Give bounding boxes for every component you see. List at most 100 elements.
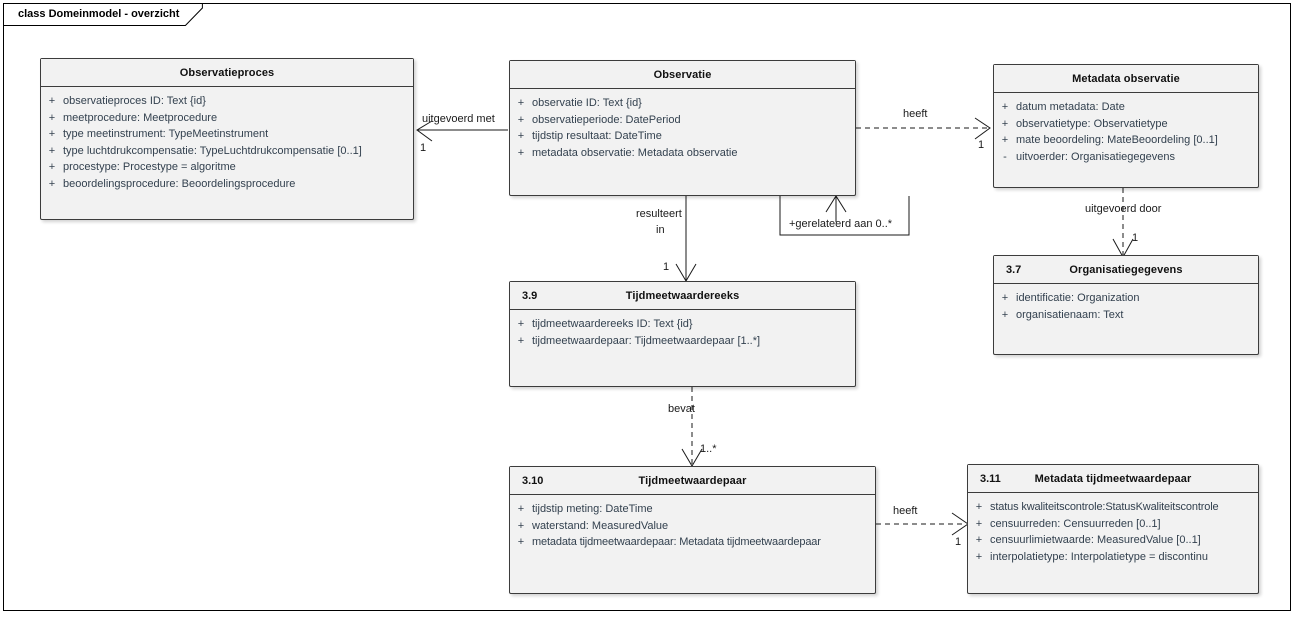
connector-label-resulteert-in-line1: resulteert (636, 208, 682, 220)
attribute-text: type luchtdrukcompensatie: TypeLuchtdruk… (63, 144, 362, 157)
class-attributes-tijdmeetwaardereeks: + tijdmeetwaardereeks ID: Text {id} + tijd… (510, 310, 855, 353)
attribute-visibility: + (48, 95, 56, 107)
class-title-tijdmeetwaardereeks: Tijdmeetwaardereeks (625, 289, 740, 302)
attribute-visibility: + (975, 550, 983, 563)
class-attribute: + type luchtdrukcompensatie: TypeLuchtdru… (41, 143, 413, 160)
class-attribute: +waterstand: MeasuredValue (510, 518, 875, 535)
attribute-visibility: + (517, 97, 525, 109)
attribute-visibility: + (1001, 134, 1009, 146)
attribute-text: observatie ID: Text {id} (532, 97, 642, 109)
class-attribute: + metadata tijdmeetwaardepaar: Metadata t… (510, 534, 875, 551)
class-attribute: +datum metadata: Date (994, 99, 1258, 116)
class-attribute: + observatieperiode: DatePeriod (510, 112, 855, 129)
class-attribute: + observatieproces ID: Text {id} (41, 93, 413, 110)
class-attribute: + censuurlimietwaarde: MeasuredValue [0..… (968, 532, 1258, 549)
class-number-organisatiegegevens: 3.7 (1006, 263, 1022, 276)
diagram-tab-label: class Domeinmodel - overzicht (18, 8, 180, 20)
attribute-visibility: + (517, 113, 525, 126)
attribute-visibility: + (975, 517, 983, 530)
class-box-tijdmeetwaardereeks[interactable]: 3.9 Tijdmeetwaardereeks + tijdmeetwaarder… (509, 281, 856, 387)
class-attributes-metadata-observatie: +datum metadata: Date +observatietype: O… (994, 93, 1258, 169)
class-box-metadata-observatie[interactable]: Metadata observatie +datum metadata: Dat… (993, 64, 1259, 188)
connector-label-resulteert-in-line2: in (656, 224, 665, 236)
diagram-frame-tab-shape (3, 3, 203, 26)
attribute-visibility: + (975, 534, 983, 546)
attribute-visibility: + (517, 519, 525, 532)
class-attribute: + tijdstip meting: DateTime (510, 501, 875, 518)
attribute-visibility: + (517, 318, 525, 330)
class-attributes-organisatiegegevens: +identificatie: Organization +organisati… (994, 284, 1258, 327)
class-attribute: +status kwaliteitscontrole:StatusKwalite… (968, 499, 1258, 516)
attribute-visibility: - (1003, 150, 1007, 163)
class-attribute: +beoordelingsprocedure: Beoordelingsproc… (41, 176, 413, 193)
attribute-visibility: + (975, 501, 983, 513)
class-box-tijdmeetwaardepaar[interactable]: 3.10 Tijdmeetwaardepaar + tijdstip meting… (509, 466, 876, 594)
class-header-tijdmeetwaardereeks: 3.9 Tijdmeetwaardereeks (510, 282, 855, 310)
diagram-frame (3, 3, 1291, 611)
class-attribute: +type meetinstrument: TypeMeetinstrument (41, 126, 413, 143)
attribute-visibility: + (517, 146, 525, 159)
class-header-metadata-observatie: Metadata observatie (994, 65, 1258, 93)
attribute-visibility: + (517, 536, 525, 548)
class-attribute: +procestype: Procestype = algoritme (41, 159, 413, 176)
class-attribute: + mate beoordeling: MateBeoordeling [0..1… (994, 132, 1258, 149)
attribute-text: metadata tijdmeetwaardepaar: Metadata ti… (532, 536, 821, 548)
class-header-metadata-tijdmeetwaardepaar: 3.11 Metadata tijdmeetwaardepaar (968, 465, 1258, 493)
class-title-metadata-observatie: Metadata observatie (1072, 72, 1180, 85)
attribute-visibility: + (48, 111, 56, 124)
class-attribute: +metadata observatie: Metadata observati… (510, 145, 855, 162)
class-attributes-observatie: + observatie ID: Text {id} + observatieper… (510, 89, 855, 165)
connector-mult-uitgevoerd-door: 1 (1132, 232, 1139, 244)
class-number-metadata-tijdmeetwaardepaar: 3.11 (980, 472, 1001, 485)
connector-label-heeft-observatie-metadata: heeft (903, 108, 928, 120)
attribute-text: tijdmeetwaardepaar: Tijdmeetwaardepaar [… (532, 334, 761, 347)
connector-label-bevat: bevat (668, 403, 695, 415)
attribute-text: tijdstip resultaat: DateTime (532, 130, 662, 142)
class-box-observatieproces[interactable]: Observatieproces + observatieproces ID: T… (40, 58, 414, 220)
attribute-visibility: + (1001, 308, 1009, 321)
class-header-observatie: Observatie (510, 61, 855, 89)
connector-label-uitgevoerd-met: uitgevoerd met (422, 113, 495, 125)
attribute-text: interpolatietype: Interpolatietype = dis… (990, 550, 1209, 563)
attribute-visibility: + (517, 334, 525, 347)
class-attribute: + tijdmeetwaardereeks ID: Text {id} (510, 316, 855, 333)
class-attributes-observatieproces: + observatieproces ID: Text {id} + meetpro… (41, 87, 413, 196)
class-number-tijdmeetwaardereeks: 3.9 (522, 289, 538, 302)
class-attribute: + censuurreden: Censuurreden [0..1] (968, 516, 1258, 533)
attribute-visibility: + (1001, 117, 1009, 130)
class-attributes-metadata-tijdmeetwaardepaar: +status kwaliteitscontrole:StatusKwalite… (968, 493, 1258, 569)
connector-label-heeft-paar-metadata: heeft (893, 505, 918, 517)
connector-mult-uitgevoerd-met: 1 (420, 142, 427, 154)
attribute-text: censuurreden: Censuurreden [0..1] (990, 517, 1161, 530)
attribute-visibility: + (517, 503, 525, 515)
attribute-text: observatieperiode: DatePeriod (532, 113, 681, 126)
attribute-text: identificatie: Organization (1016, 292, 1140, 304)
class-header-observatieproces: Observatieproces (41, 59, 413, 87)
attribute-visibility: + (48, 144, 56, 157)
attribute-text: mate beoordeling: MateBeoordeling [0..1] (1016, 134, 1218, 146)
attribute-visibility: + (48, 161, 56, 173)
diagram-tab[interactable]: class Domeinmodel - overzicht (3, 3, 186, 25)
attribute-text: tijdmeetwaardereeks ID: Text {id} (532, 318, 693, 330)
class-title-metadata-tijdmeetwaardepaar: Metadata tijdmeetwaardepaar (1034, 472, 1192, 485)
class-attribute: +identificatie: Organization (994, 290, 1258, 307)
class-box-observatie[interactable]: Observatie + observatie ID: Text {id} + ob… (509, 60, 856, 196)
class-box-metadata-tijdmeetwaardepaar[interactable]: 3.11 Metadata tijdmeetwaardepaar +status… (967, 464, 1259, 594)
connector-label-uitgevoerd-door: uitgevoerd door (1085, 203, 1162, 215)
connector-mult-resulteert-in: 1 (663, 261, 670, 273)
attribute-text: censuurlimietwaarde: MeasuredValue [0..1… (990, 534, 1201, 546)
attribute-text: tijdstip meting: DateTime (532, 503, 653, 515)
attribute-visibility: + (48, 128, 56, 140)
class-header-tijdmeetwaardepaar: 3.10 Tijdmeetwaardepaar (510, 467, 875, 495)
class-attribute: + tijdmeetwaardepaar: Tijdmeetwaardepaar … (510, 333, 855, 350)
attribute-visibility: + (517, 130, 525, 142)
class-box-organisatiegegevens[interactable]: 3.7 Organisatiegegevens +identificatie: … (993, 255, 1259, 355)
attribute-text: meetprocedure: Meetprocedure (63, 111, 218, 124)
class-attribute: + interpolatietype: Interpolatietype = di… (968, 549, 1258, 566)
attribute-text: observatieproces ID: Text {id} (63, 95, 206, 107)
class-number-tijdmeetwaardepaar: 3.10 (522, 474, 544, 487)
connector-mult-heeft-paar-metadata: 1 (955, 536, 962, 548)
class-title-tijdmeetwaardepaar: Tijdmeetwaardepaar (638, 474, 747, 487)
class-attribute: +organisatienaam: Text (994, 307, 1258, 324)
